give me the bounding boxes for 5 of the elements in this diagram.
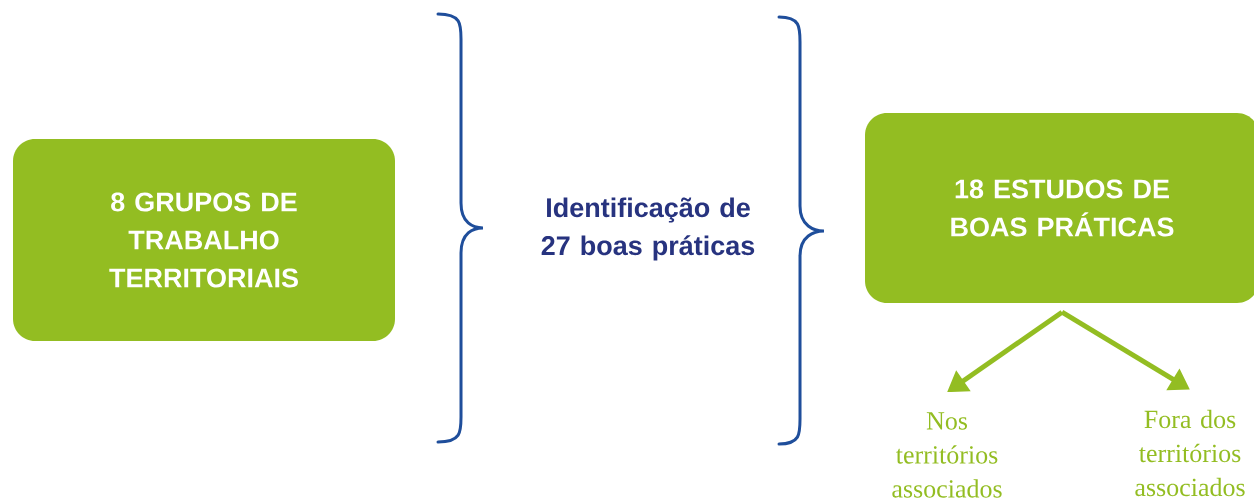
rounded-box: 8 GRUPOS DE TRABALHO TERRITORIAIS [13,139,395,341]
rounded-box: 18 ESTUDOS DE BOAS PRÁTICAS [865,113,1254,303]
statement-text: Identificação de 27 boas práticas [541,197,755,261]
caption-text: Fora dos territórios associados [1135,409,1245,497]
caption-text: Nos territórios associados [892,412,1002,498]
